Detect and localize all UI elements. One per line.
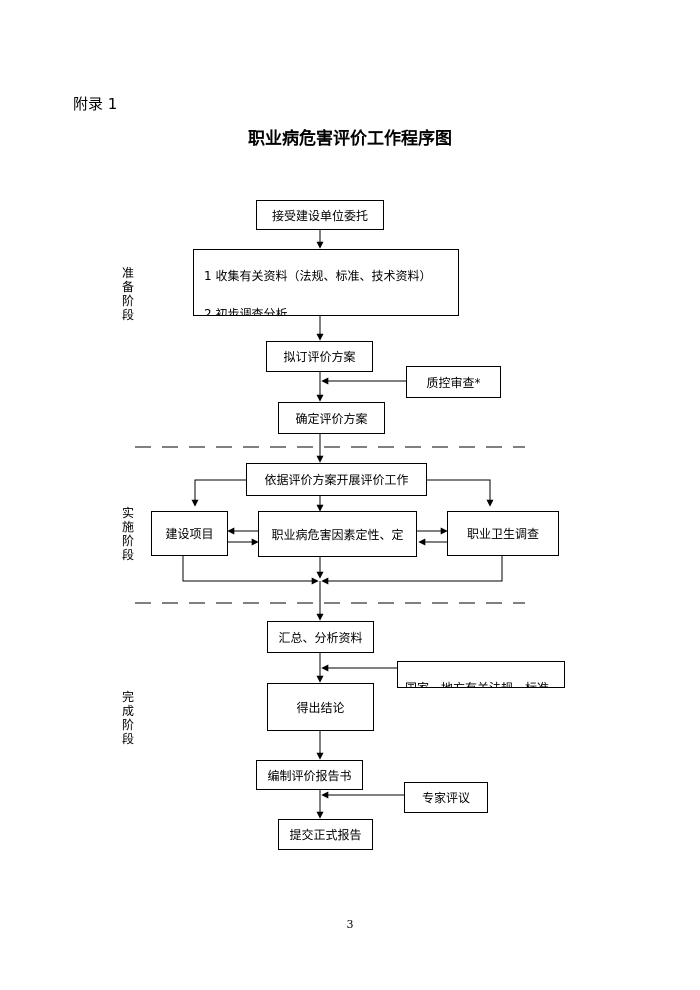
box-health-survey: 职业卫生调查 [447, 511, 559, 556]
box-conclusion: 得出结论 [267, 683, 374, 731]
box-summary: 汇总、分析资料 [267, 621, 374, 653]
stage-label-complete: 完成阶段 [121, 690, 134, 746]
box-compile-report: 编制评价报告书 [256, 760, 363, 790]
draft-plan-label: 拟订评价方案 [283, 350, 356, 364]
box-confirm-plan: 确定评价方案 [278, 402, 385, 434]
box-expert-review: 专家评议 [404, 782, 488, 813]
expert-review-label: 专家评议 [421, 791, 470, 805]
report-label: 编制评价报告书 [267, 768, 352, 783]
box-regulations: 国家、地方有关法规、标准 [397, 661, 565, 688]
hazard-label: 职业病危害因素定性、定 [271, 527, 404, 542]
regulations-label: 国家、地方有关法规、标准 [405, 681, 550, 688]
box-construction-project: 建设项目 [151, 511, 228, 556]
conclusion-label: 得出结论 [296, 700, 345, 715]
box-collect-data: 1 收集有关资料（法规、标准、技术资料） 2 初步调查分析 [193, 249, 459, 316]
branch-left [191, 479, 246, 507]
summary-label: 汇总、分析资料 [278, 630, 363, 645]
execute-label: 依据评价方案开展评价工作 [264, 473, 409, 487]
project-label: 建设项目 [165, 527, 214, 541]
box-accept-label: 接受建设单位委托 [271, 208, 368, 223]
page-title: 职业病危害评价工作程序图 [248, 129, 452, 149]
confirm-plan-label: 确定评价方案 [295, 411, 368, 426]
collect-line-1: 1 收集有关资料（法规、标准、技术资料） [204, 269, 432, 283]
page-number: 3 [346, 918, 354, 931]
submit-label: 提交正式报告 [289, 828, 362, 842]
appendix-label: 附录 1 [73, 95, 118, 113]
branch-right [427, 479, 494, 507]
box-hazard-analysis: 职业病危害因素定性、定 [258, 511, 417, 557]
box-draft-plan: 拟订评价方案 [266, 341, 373, 372]
quality-review-label: 质控审查* [426, 375, 481, 390]
health-survey-label: 职业卫生调查 [466, 527, 539, 541]
box-accept-commission: 接受建设单位委托 [256, 200, 384, 230]
box-execute-evaluation: 依据评价方案开展评价工作 [246, 463, 427, 496]
stage-label-prepare: 准备阶段 [121, 266, 134, 322]
collect-line-2: 2 初步调查分析 [204, 307, 288, 316]
merge-left [182, 555, 319, 585]
box-submit-report: 提交正式报告 [278, 819, 373, 850]
stage-label-implement: 实施阶段 [121, 506, 134, 562]
box-quality-review: 质控审查* [406, 366, 501, 398]
merge-right [321, 555, 503, 585]
